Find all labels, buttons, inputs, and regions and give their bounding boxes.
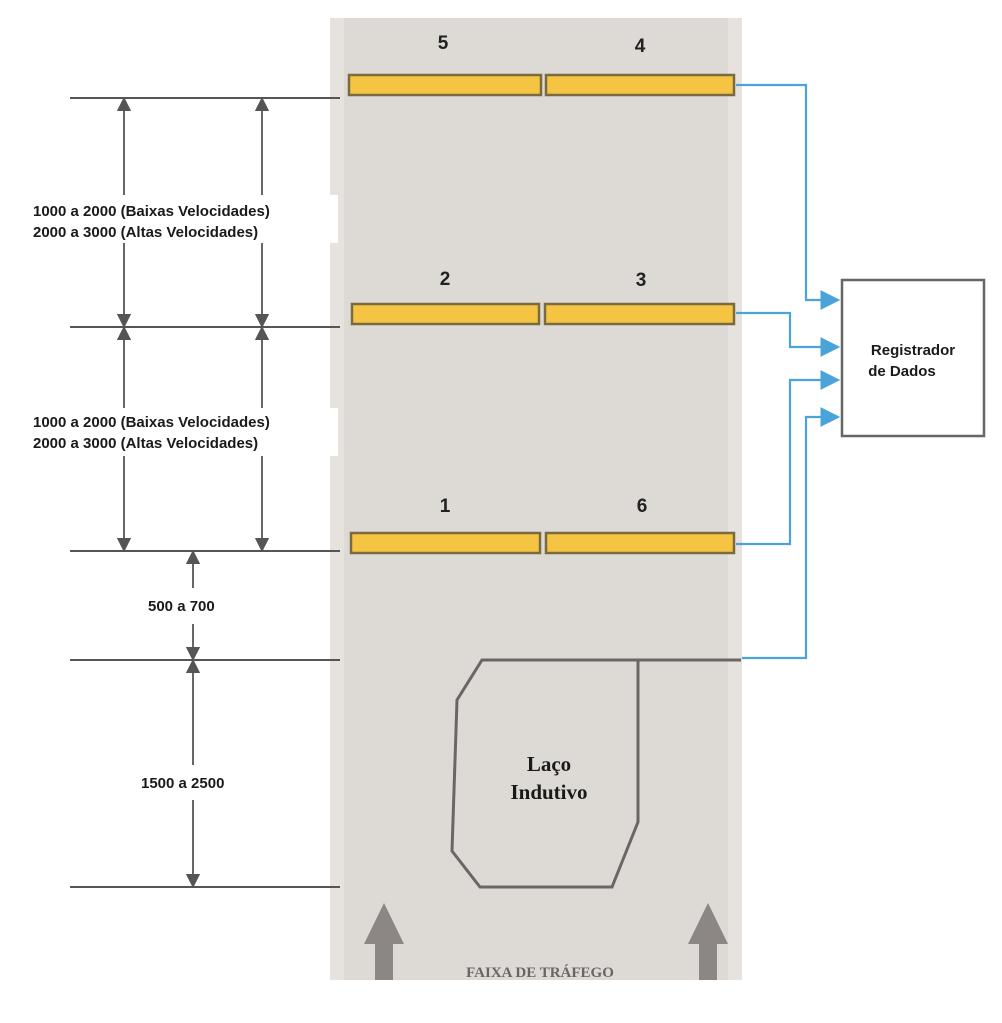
data-logger-box	[840, 278, 986, 438]
short-gap-label: 500 a 700	[148, 598, 215, 615]
sensor-row-bottom: 1 6	[349, 496, 736, 555]
wire-bottom-row	[736, 370, 841, 546]
wire-middle-row	[736, 311, 841, 357]
middle-spacing-label-line1: 1000 a 2000 (Baixas Velocidades)	[33, 414, 270, 431]
sensor-number-6: 6	[637, 496, 648, 517]
wire-top-row	[736, 83, 841, 310]
middle-spacing-label-bg	[28, 408, 338, 456]
wire-inductive-loop	[742, 407, 841, 660]
sensor-strip-1	[349, 531, 542, 555]
upper-spacing-label-bg	[28, 195, 338, 243]
sensor-strip-2	[350, 302, 541, 326]
sensor-number-4: 4	[635, 36, 646, 57]
traffic-lane-label: FAIXA DE TRÁFEGO	[466, 964, 614, 981]
sensor-number-2: 2	[440, 269, 451, 290]
lane-edge-right	[728, 18, 742, 980]
upper-spacing-label-line1: 1000 a 2000 (Baixas Velocidades)	[33, 203, 270, 220]
upper-spacing-label-line2: 2000 a 3000 (Altas Velocidades)	[33, 224, 258, 241]
traffic-direction-arrow-left	[364, 903, 404, 980]
signal-wires	[736, 83, 841, 660]
data-logger-label-line1: Registrador	[871, 342, 955, 359]
sensor-row-top: 5 4	[347, 33, 736, 97]
loop-label-line2: Indutivo	[510, 780, 587, 804]
sensor-number-5: 5	[438, 33, 449, 54]
sensor-strip-4	[544, 73, 736, 97]
traffic-lane	[330, 18, 742, 980]
traffic-direction-arrow-right	[688, 903, 728, 980]
lane-edge-left	[330, 18, 344, 980]
sensor-strip-3	[543, 302, 736, 326]
sensor-number-3: 3	[636, 270, 647, 291]
sensor-strip-5	[347, 73, 543, 97]
sensor-row-middle: 2 3	[350, 269, 736, 326]
inductive-loop-outline	[450, 658, 741, 889]
loop-label-line1: Laço	[527, 752, 571, 776]
loop-length-label: 1500 a 2500	[141, 775, 224, 792]
sensor-number-1: 1	[440, 496, 451, 517]
sensor-strip-6	[544, 531, 736, 555]
data-logger-label-line2: de Dados	[868, 363, 936, 380]
middle-spacing-label-line2: 2000 a 3000 (Altas Velocidades)	[33, 435, 258, 452]
